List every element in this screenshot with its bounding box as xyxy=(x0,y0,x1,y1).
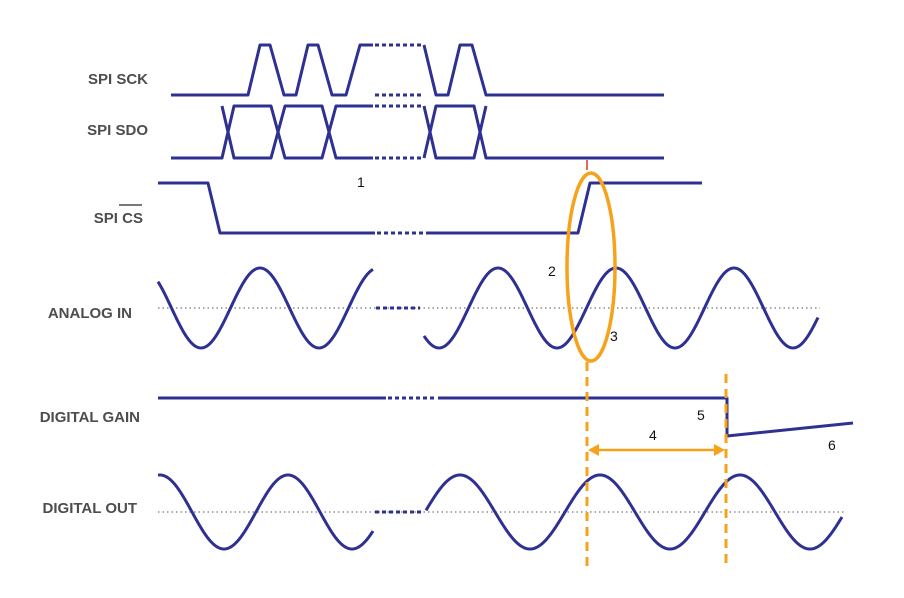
digital-out-wave-end xyxy=(424,473,844,551)
label-digital-out: DIGITAL OUT xyxy=(43,500,137,517)
sdo-waveform-high xyxy=(220,104,373,160)
callout-2: 2 xyxy=(548,263,556,279)
sck-waveform-start xyxy=(171,43,373,97)
callout-5: 5 xyxy=(697,407,705,423)
callout-1: 1 xyxy=(357,174,365,190)
label-spi-cs: SPI CS xyxy=(94,210,143,227)
label-spi-sck: SPI SCK xyxy=(88,71,148,88)
gain-level-end xyxy=(438,396,854,438)
label-spi-sdo: SPI SDO xyxy=(87,122,148,139)
sdo-waveform-end-b xyxy=(422,104,664,160)
cs-edge-highlight-ellipse xyxy=(565,171,617,363)
latency-arrow-right-head xyxy=(714,444,725,456)
callout-4: 4 xyxy=(649,427,657,443)
cs-waveform-start xyxy=(158,181,375,235)
callout-3: 3 xyxy=(610,328,618,344)
label-spi-cs-prefix: SPI xyxy=(94,210,122,227)
label-digital-gain: DIGITAL GAIN xyxy=(40,409,140,426)
sck-waveform-end xyxy=(422,43,664,97)
analog-in-wave-start xyxy=(156,266,374,350)
digital-out-wave-start xyxy=(157,473,375,551)
analog-in-wave-end xyxy=(422,266,820,350)
latency-arrow-left-head xyxy=(588,444,599,456)
label-spi-cs-overbar: CS xyxy=(122,210,143,227)
callout-6: 6 xyxy=(828,437,836,453)
cs-waveform-end xyxy=(426,181,702,235)
label-analog-in: ANALOG IN xyxy=(48,305,132,322)
